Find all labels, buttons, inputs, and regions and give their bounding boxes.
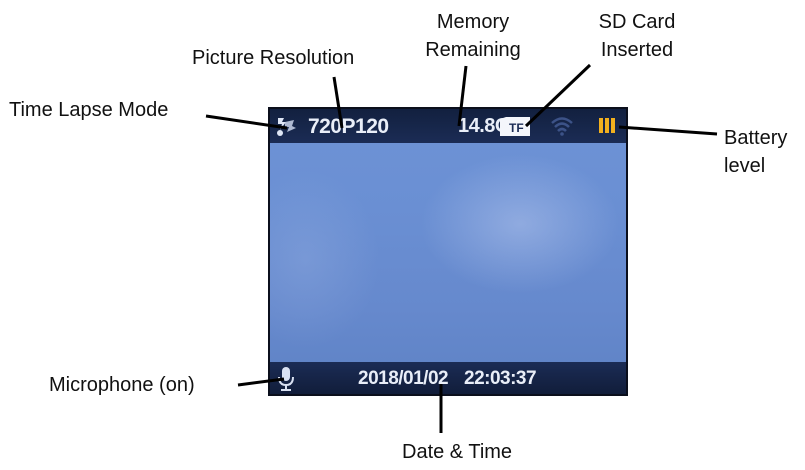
- leader-battery: [618, 125, 718, 136]
- callout-date-time: Date & Time: [402, 441, 513, 463]
- time-lapse-icon: [277, 118, 296, 136]
- callout-microphone: Microphone (on): [49, 374, 195, 396]
- battery-icon: [599, 118, 615, 133]
- memory-remaining-readout: 14.8G: [458, 115, 510, 137]
- callout-sd-line2: Inserted: [600, 39, 674, 61]
- callout-battery-line2: level: [724, 155, 766, 177]
- status-bar-top: 720P120 14.8G TF: [270, 109, 626, 143]
- date-readout: 2018/01/02: [358, 368, 449, 389]
- callout-battery-level: Battery level: [724, 124, 787, 180]
- time-readout: 22:03:37: [464, 368, 537, 389]
- callout-time-lapse-mode: Time Lapse Mode: [9, 99, 169, 121]
- status-bar-bottom: 2018/01/02 22:03:37: [270, 362, 626, 394]
- sd-card-label: TF: [509, 121, 524, 135]
- callout-picture-resolution: Picture Resolution: [192, 47, 355, 69]
- live-view-highlight: [420, 154, 620, 294]
- sd-card-icon: TF: [500, 117, 530, 136]
- callout-memory-remaining: Memory Remaining: [413, 8, 533, 64]
- resolution-readout: 720P120: [308, 115, 389, 138]
- callout-memory-line1: Memory: [436, 11, 510, 33]
- callout-sd-card-inserted: SD Card Inserted: [587, 8, 687, 64]
- callout-battery-line1: Battery: [724, 127, 788, 149]
- live-view-shadow: [270, 169, 380, 349]
- wifi-icon: [551, 117, 573, 136]
- microphone-icon: [278, 367, 294, 391]
- callout-sd-line1: SD Card: [598, 11, 676, 33]
- camera-lcd-screen: 720P120 14.8G TF 2018/01/02 22:03:37: [268, 107, 628, 396]
- callout-memory-line2: Remaining: [425, 39, 521, 61]
